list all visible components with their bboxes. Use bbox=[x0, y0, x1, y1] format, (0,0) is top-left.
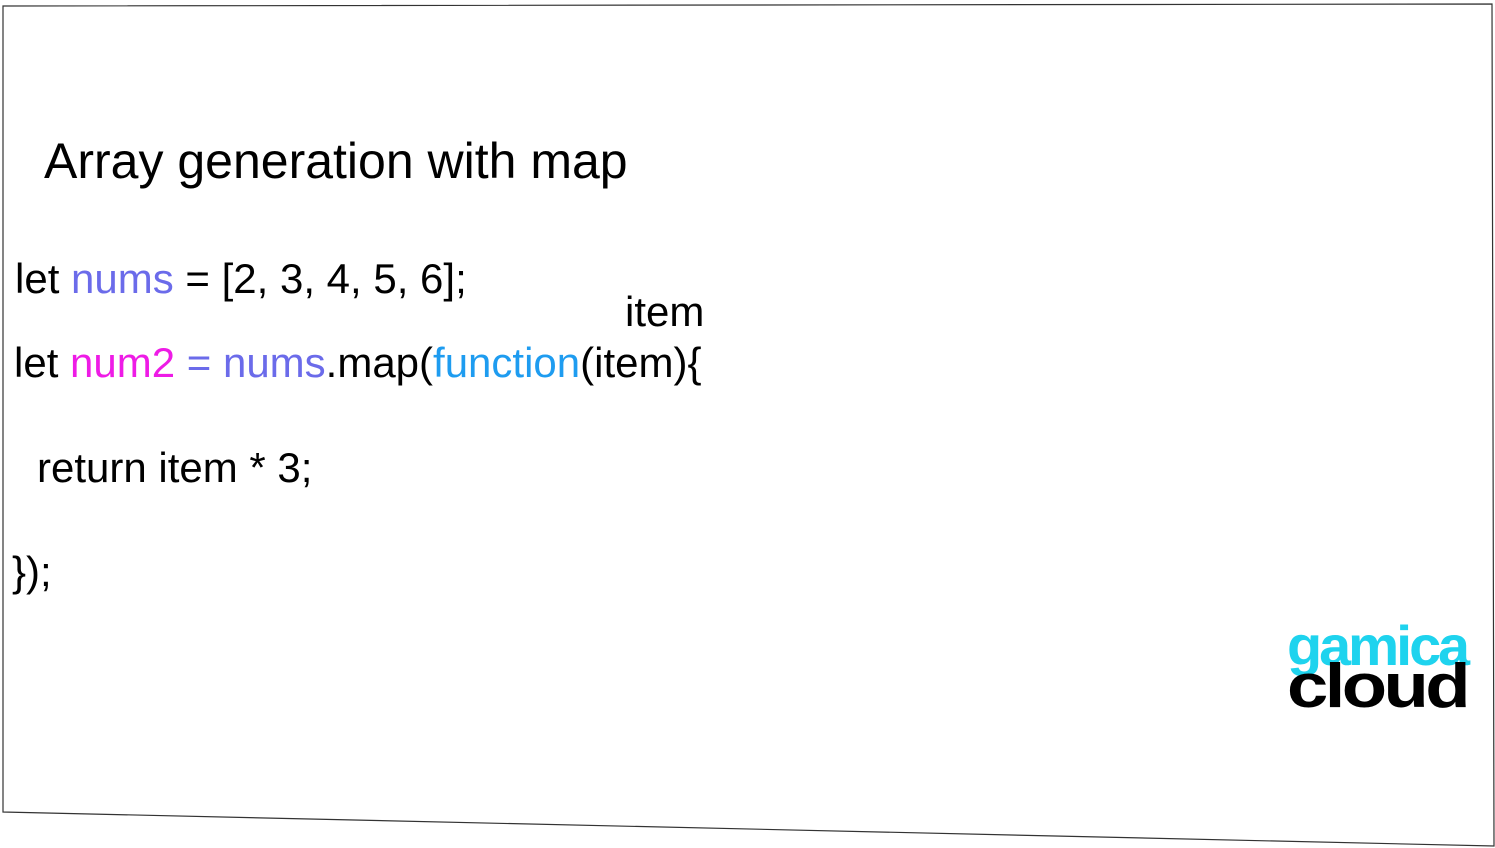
function-params: (item){ bbox=[580, 339, 702, 386]
code-line-2: let num2 = nums.map(function(item){ bbox=[14, 342, 702, 384]
code-line-1: let nums = [2, 3, 4, 5, 6]; bbox=[15, 258, 467, 300]
code-line-4: }); bbox=[12, 548, 52, 595]
map-call: .map( bbox=[325, 339, 434, 386]
var-nums-ref: nums bbox=[222, 339, 326, 386]
keyword-function: function bbox=[433, 339, 581, 386]
slide-title: Array generation with map bbox=[44, 133, 628, 189]
var-nums: nums bbox=[71, 255, 174, 302]
assign-operator: = bbox=[175, 339, 223, 386]
item-annotation: item bbox=[625, 288, 705, 335]
keyword-let: let bbox=[14, 339, 71, 386]
var-num2: num2 bbox=[70, 339, 176, 386]
array-literal: = [2, 3, 4, 5, 6]; bbox=[173, 255, 467, 302]
keyword-let: let bbox=[15, 255, 72, 302]
code-line-3: return item * 3; bbox=[37, 444, 313, 491]
logo-text-cloud: cloud bbox=[1287, 652, 1467, 715]
gamica-cloud-logo: gamica cloud bbox=[1287, 614, 1474, 715]
logo-text-gamica: gamica bbox=[1287, 614, 1471, 677]
